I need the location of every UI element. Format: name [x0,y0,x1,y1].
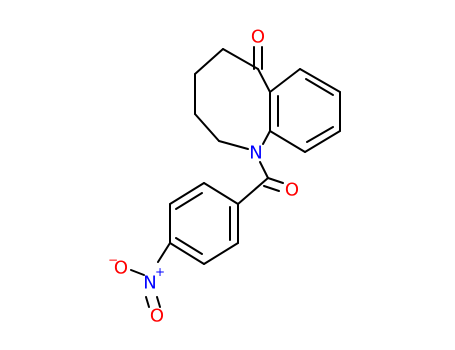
bond [262,130,271,145]
bond [175,237,203,255]
bond-layer [130,46,341,308]
atom-label-layer: O N O N + O − O [108,27,299,327]
nitro-oxygen-double-label: O [150,306,164,327]
bond [157,242,171,263]
bond [222,48,259,70]
nitro-oxygen-single-label: O [114,258,128,279]
bond [194,113,220,142]
bond [305,78,334,96]
bond [130,269,145,276]
ketone-oxygen-label: O [251,27,265,48]
bond [269,68,301,93]
bond [263,185,280,192]
nitro-nitrogen-charge: + [155,265,165,279]
bond [169,242,205,265]
nitro-nitrogen-label: N [143,273,156,294]
bond [269,130,306,153]
bond [257,68,271,93]
bond [306,126,334,143]
bond [304,130,341,153]
bond [203,182,239,205]
bond [175,192,203,210]
bond [259,161,269,179]
bond [237,177,269,205]
bond [218,140,249,150]
bond [194,48,224,75]
bond [267,177,284,184]
bond [156,296,161,308]
bond [203,242,239,265]
bond [169,182,205,205]
ring-nitrogen-label: N [249,143,262,164]
bond [299,68,341,93]
bond [145,296,150,308]
amide-oxygen-label: O [285,180,299,201]
nitro-oxygen-single-charge: − [108,253,118,267]
